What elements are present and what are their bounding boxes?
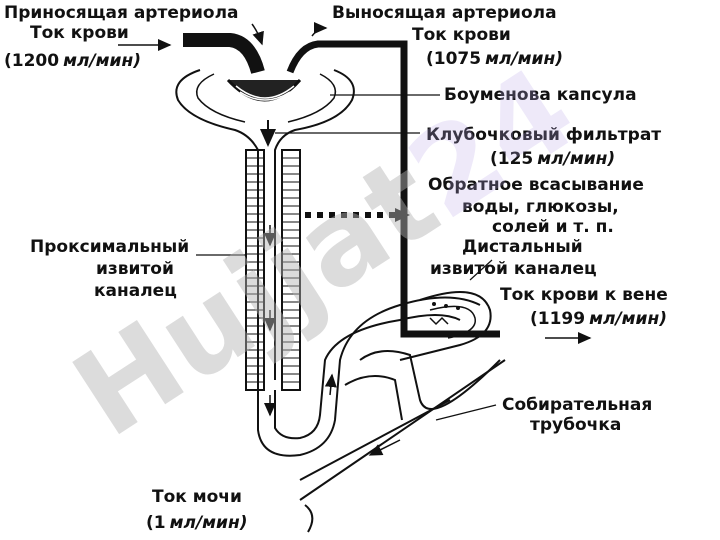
glomerulus — [226, 78, 302, 102]
proximal-tubule — [245, 120, 301, 391]
distal-line-2: извитой каналец — [430, 259, 597, 279]
proximal-line-3: каналец — [94, 281, 177, 301]
afferent-title: Приносящая артериола — [4, 3, 239, 23]
afferent-flow: Ток крови — [30, 23, 129, 43]
bowman-capsule — [175, 69, 355, 395]
proximal-line-1: Проксимальный — [30, 237, 189, 257]
collecting-duct — [299, 350, 506, 533]
efferent-title: Выносящая артериола — [332, 3, 557, 23]
collecting-line-2: трубочка — [530, 415, 621, 435]
reabsorb-line-2: воды, глюкозы, — [462, 197, 619, 217]
reabsorption-arrow — [305, 208, 410, 222]
afferent-entry-arrow — [251, 23, 264, 46]
distal-line-1: Дистальный — [462, 237, 583, 257]
reabsorb-line-3: солей и т. п. — [492, 217, 614, 237]
efferent-arteriole — [286, 40, 500, 338]
efferent-flow: Ток крови — [412, 25, 511, 45]
loop-of-henle — [257, 296, 481, 457]
proximal-line-2: извитой — [96, 259, 174, 279]
collecting-line-1: Собирательная — [502, 395, 652, 415]
efferent-flow-arrow — [311, 22, 328, 37]
filtrate-title: Клубочковый фильтрат — [426, 125, 661, 145]
vein-title: Ток крови к вене — [500, 285, 668, 305]
reabsorb-line-1: Обратное всасывание — [428, 175, 644, 195]
bowman-label: Боуменова капсула — [444, 85, 637, 105]
afferent-arteriole — [183, 33, 265, 75]
distal-tubule — [399, 291, 492, 361]
urine-title: Ток мочи — [152, 487, 242, 507]
